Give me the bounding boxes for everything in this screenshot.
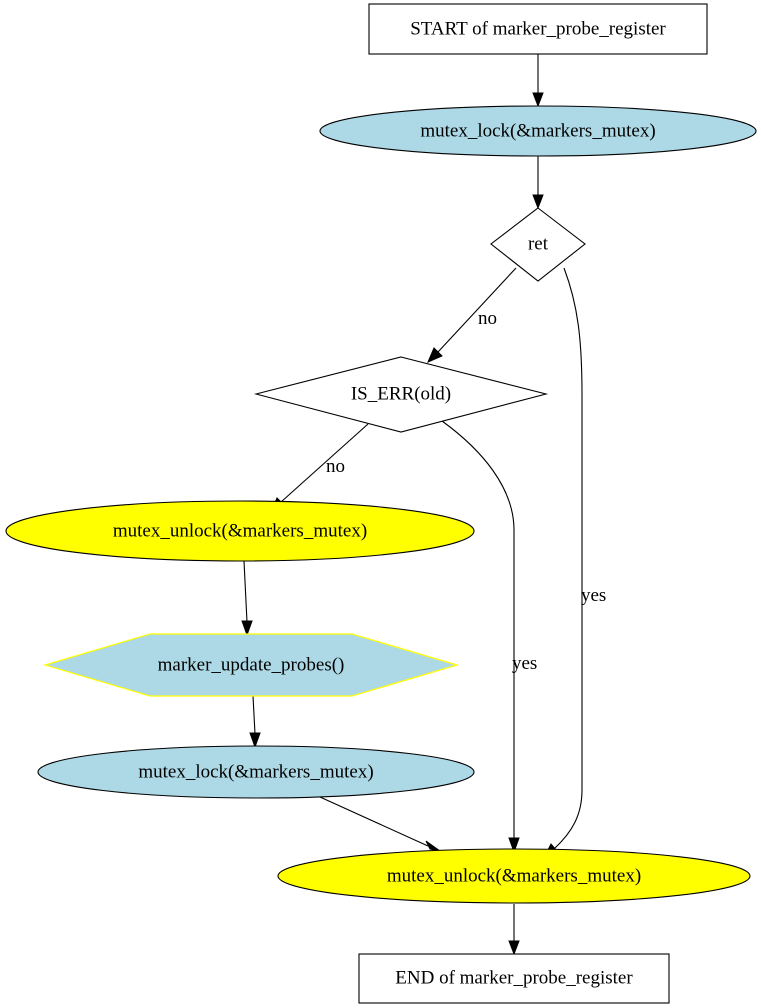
node-is-err-decision: IS_ERR(old): [253, 356, 549, 433]
node-mutex-unlock-2-label: mutex_unlock(&markers_mutex): [387, 865, 641, 886]
edge-update-to-lock2: [249, 695, 261, 749]
node-start-label: START of marker_probe_register: [410, 18, 666, 39]
edge-unlock2-to-end: [508, 904, 520, 956]
edge-ret-to-unlock2: yes: [542, 267, 606, 859]
node-end: END of marker_probe_register: [358, 953, 670, 1004]
node-marker-update-probes-label: marker_update_probes(): [158, 654, 345, 675]
node-mutex-lock-2-label: mutex_lock(&markers_mutex): [138, 761, 373, 782]
node-ret-decision: ret: [490, 207, 586, 282]
node-marker-update-probes: marker_update_probes(): [42, 633, 460, 697]
node-mutex-unlock-1: mutex_unlock(&markers_mutex): [5, 500, 475, 562]
edge-is-err-to-unlock2: yes: [441, 420, 537, 854]
edge-start-to-lock1: [532, 54, 544, 108]
node-mutex-unlock-2: mutex_unlock(&markers_mutex): [277, 848, 751, 904]
node-mutex-lock-1: mutex_lock(&markers_mutex): [319, 105, 757, 157]
edge-ret-to-is-err: no: [427, 267, 517, 363]
edge-label-ret-no: no: [478, 308, 497, 329]
node-is-err-label: IS_ERR(old): [351, 383, 451, 404]
node-mutex-unlock-1-label: mutex_unlock(&markers_mutex): [113, 520, 367, 541]
edge-label-is-err-yes: yes: [512, 653, 537, 674]
node-mutex-lock-2: mutex_lock(&markers_mutex): [37, 745, 475, 799]
edge-is-err-to-unlock1: no: [270, 423, 369, 513]
edge-lock1-to-ret: [532, 156, 544, 210]
edge-label-ret-yes: yes: [581, 585, 606, 606]
edge-unlock1-to-update: [241, 560, 253, 637]
node-start: START of marker_probe_register: [368, 3, 708, 55]
node-ret-label: ret: [528, 233, 549, 254]
edge-lock2-to-unlock2: [319, 796, 441, 852]
edge-label-is-err-no: no: [326, 456, 345, 477]
node-end-label: END of marker_probe_register: [395, 967, 633, 988]
node-mutex-lock-1-label: mutex_lock(&markers_mutex): [420, 120, 655, 141]
